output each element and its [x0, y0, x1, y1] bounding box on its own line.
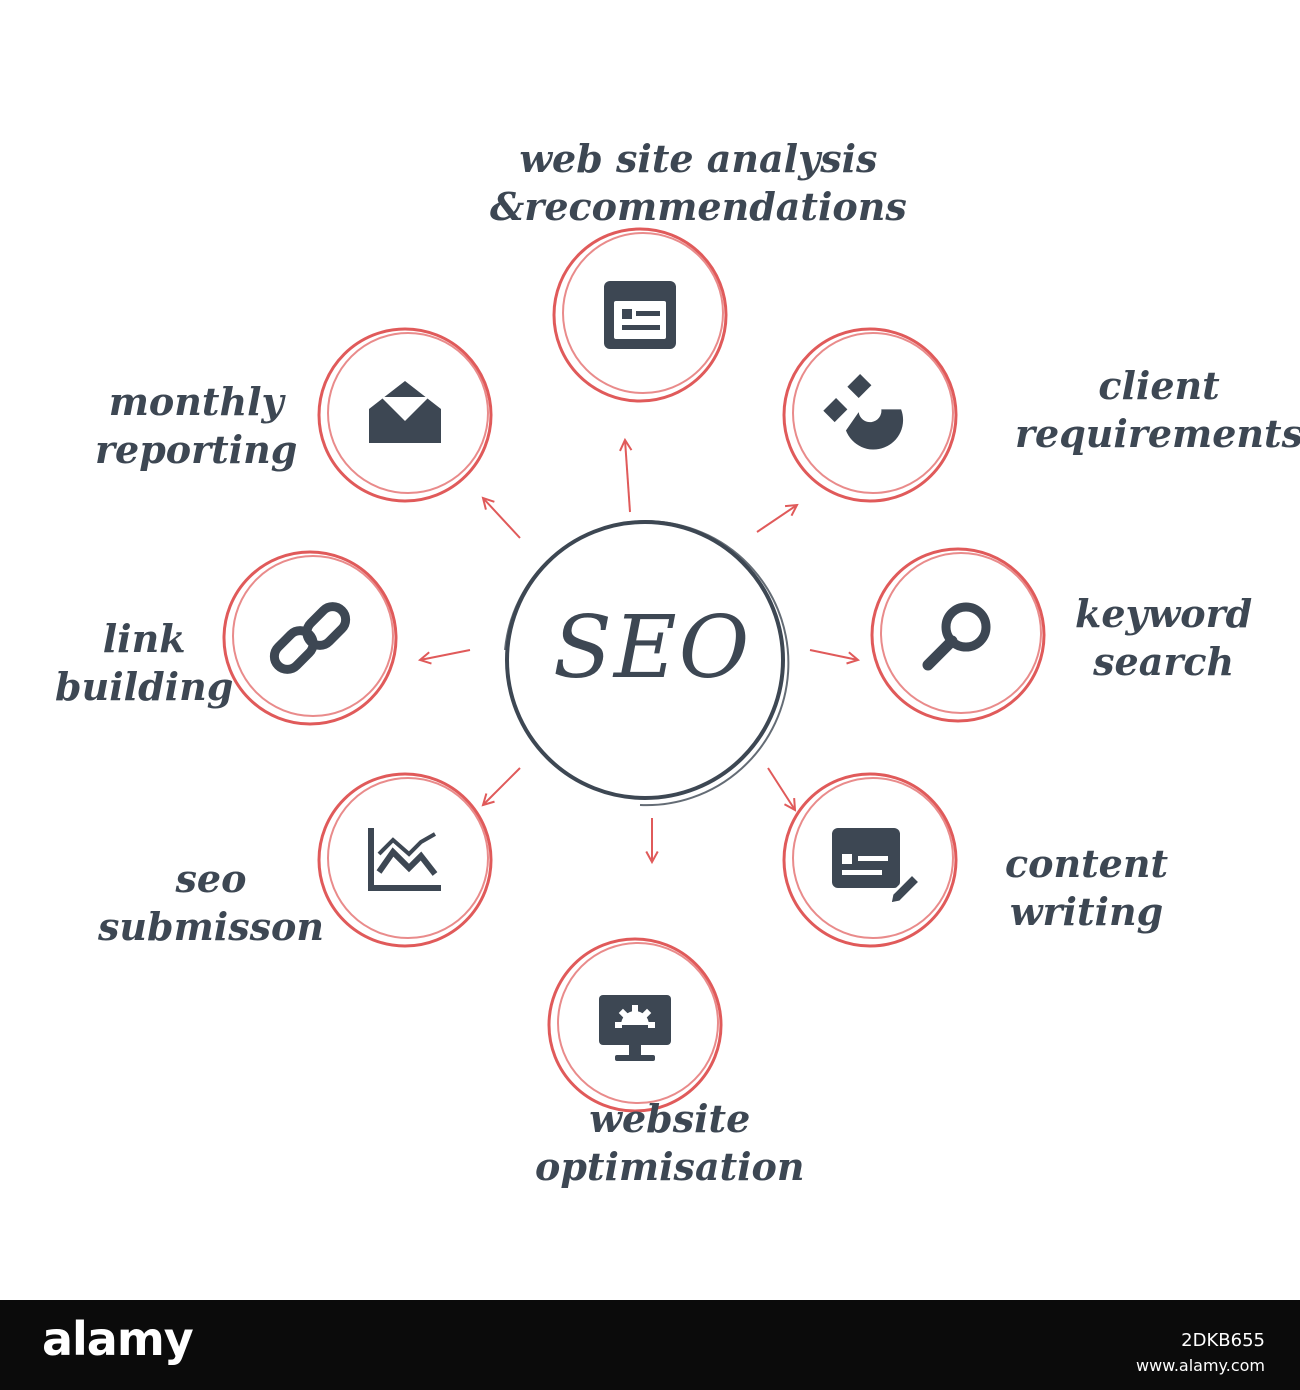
arrow-seo-submisson: [481, 767, 521, 807]
image-id: 2DKB655: [1181, 1330, 1265, 1351]
label-web-site-analysis: web site analysis&recommendations: [490, 136, 907, 229]
envelope-icon: [369, 381, 441, 443]
line-chart-icon: [368, 828, 441, 891]
node-keyword-search: [870, 547, 1046, 723]
site-url: www.alamy.com: [1136, 1356, 1265, 1375]
magnifier-icon: [922, 602, 991, 671]
browser-window-icon: [604, 281, 676, 349]
arrow-website-optimisation: [645, 818, 659, 865]
document-edit-icon: [832, 828, 923, 906]
node-monthly-reporting: [317, 327, 493, 503]
center-label: SEO: [553, 598, 752, 698]
node-content-writing: [782, 772, 958, 948]
node-website-optimisation: [547, 937, 723, 1113]
monitor-gear-icon: [599, 995, 671, 1061]
arrow-keyword-search: [809, 649, 861, 665]
connector-arrows: [417, 437, 861, 865]
chain-link-icon: [269, 602, 351, 674]
node-client-requirements: [782, 327, 958, 503]
arrow-web-site-analysis: [619, 437, 633, 513]
arrow-monthly-reporting: [481, 496, 521, 539]
brand-logo: alamy: [42, 1312, 194, 1366]
arrow-link-building: [417, 649, 471, 665]
magnet-icon: [823, 373, 904, 450]
node-link-building: [222, 550, 398, 726]
center-circle: [504, 520, 790, 807]
arrow-client-requirements: [756, 503, 799, 533]
node-web-site-analysis: [552, 227, 728, 403]
node-rings: [222, 227, 1046, 1113]
arrow-content-writing: [767, 767, 797, 812]
seo-diagram: [222, 227, 1046, 1113]
node-seo-submisson: [317, 772, 493, 948]
footer-bar: alamy 2DKB655 www.alamy.com: [0, 1300, 1300, 1390]
